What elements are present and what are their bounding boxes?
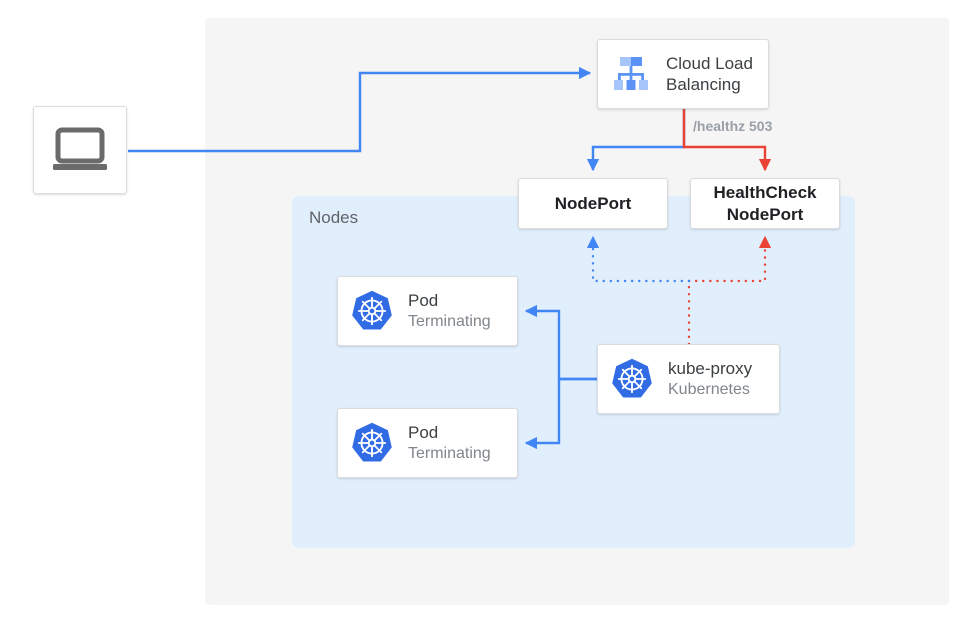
healthz-edge-label: /healthz 503 (693, 118, 773, 134)
pod-bottom-text: Pod Terminating (408, 422, 491, 463)
cloud-load-balancing-title-line2: Balancing (666, 75, 741, 94)
pod-bottom-title: Pod (408, 423, 439, 443)
healthcheck-nodeport-label: HealthCheck NodePort (713, 182, 817, 224)
edge-client-to-load-balancer (128, 66, 592, 153)
pod-node-bottom[interactable]: Pod Terminating (337, 408, 518, 478)
nodeport-node[interactable]: NodePort (518, 178, 668, 229)
cloud-load-balancing-node[interactable]: Cloud Load Balancing (597, 39, 769, 109)
pod-bottom-subtitle: Terminating (408, 444, 491, 462)
pod-top-subtitle: Terminating (408, 312, 491, 330)
nodeport-label: NodePort (554, 193, 632, 213)
kube-proxy-subtitle: Kubernetes (668, 380, 750, 398)
kubernetes-icon (610, 357, 654, 401)
edge-kube-proxy-to-pod-bottom (524, 377, 597, 450)
edge-lb-to-healthcheck-nodeport (682, 109, 772, 172)
kubernetes-icon (350, 421, 394, 465)
pod-node-top[interactable]: Pod Terminating (337, 276, 518, 346)
cloud-load-balancing-title: Cloud Load (666, 53, 753, 73)
cloud-load-balancing-text: Cloud Load Balancing (666, 53, 753, 96)
kube-proxy-node[interactable]: kube-proxy Kubernetes (597, 344, 780, 414)
nodes-panel-label: Nodes (309, 208, 359, 227)
healthcheck-nodeport-node[interactable]: HealthCheck NodePort (690, 178, 840, 229)
kubernetes-icon (350, 289, 394, 333)
laptop-icon (51, 126, 109, 174)
cloud-load-balancing-icon (610, 53, 652, 95)
pod-top-title: Pod (408, 291, 439, 311)
pod-top-text: Pod Terminating (408, 290, 491, 331)
client-node[interactable] (33, 106, 127, 194)
kube-proxy-text: kube-proxy Kubernetes (668, 358, 752, 399)
edge-kube-proxy-to-healthcheck-nodeport (687, 235, 772, 283)
kube-proxy-title: kube-proxy (668, 359, 753, 379)
